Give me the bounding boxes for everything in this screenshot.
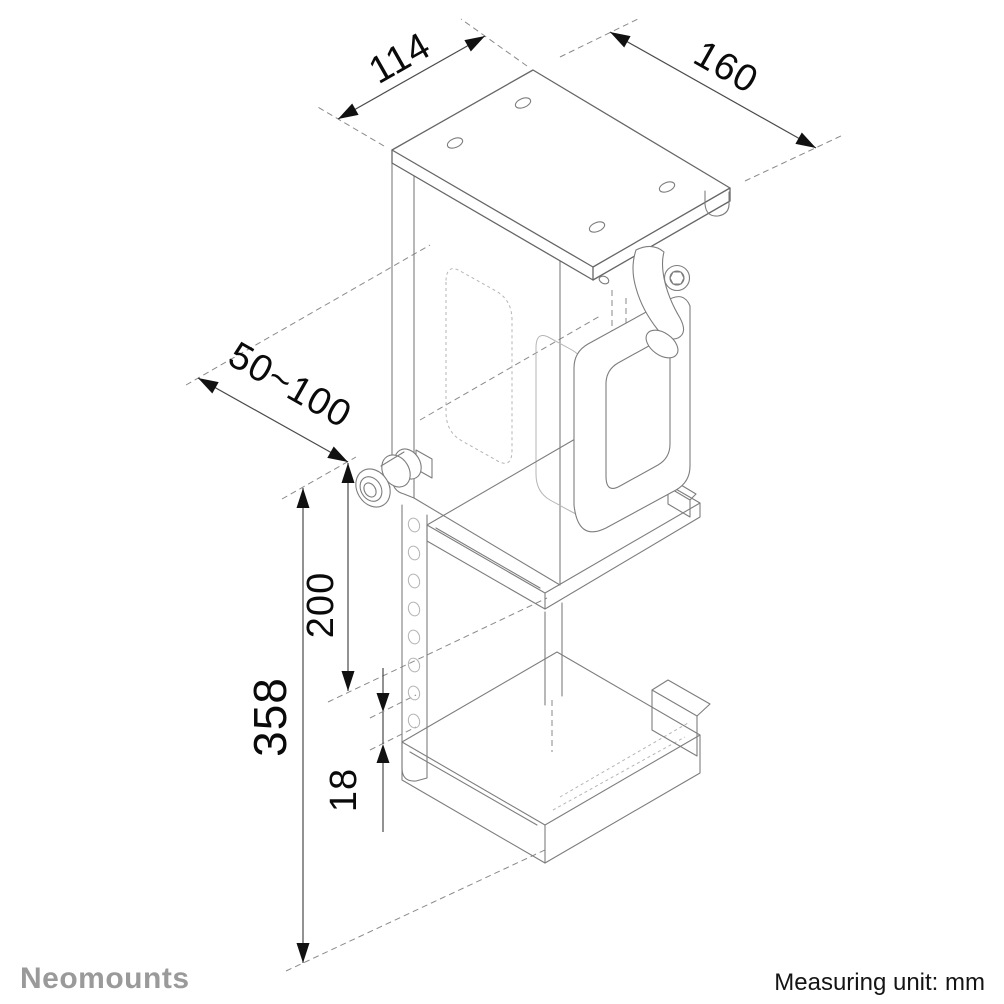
dim-label-114: 114 (362, 25, 438, 93)
lever-bolt (663, 264, 691, 292)
plate-screw-holes (446, 97, 676, 233)
top-plate (391, 69, 731, 285)
locking-lever (632, 245, 691, 359)
adjustment-rail (401, 504, 428, 782)
back-panel-slot (445, 268, 513, 464)
dim-label-358: 358 (244, 677, 296, 757)
dimension-hole-pitch: 18 (323, 668, 390, 832)
dim-label-200: 200 (300, 572, 342, 638)
dim-label-50-100: 50~100 (221, 334, 358, 436)
dimension-clamp-range: 50~100 (197, 334, 359, 463)
slide-bracket (544, 602, 563, 752)
lower-shelf (401, 651, 711, 864)
lower-shelf-lip (651, 679, 711, 757)
plate-hook (704, 190, 730, 217)
dim-label-160: 160 (687, 33, 765, 102)
edge-hole (598, 275, 610, 285)
dim-label-18: 18 (323, 768, 365, 812)
lever-pad (645, 329, 679, 359)
dimension-total-height: 358 (244, 488, 310, 963)
measuring-unit-note: Measuring unit: mm (774, 969, 985, 996)
clamp-knob (355, 448, 433, 508)
dimension-upper-height: 200 (300, 463, 355, 691)
extension-lines (185, 244, 601, 972)
rail-holes (407, 517, 421, 729)
brand-logo: Neomounts (20, 962, 190, 995)
